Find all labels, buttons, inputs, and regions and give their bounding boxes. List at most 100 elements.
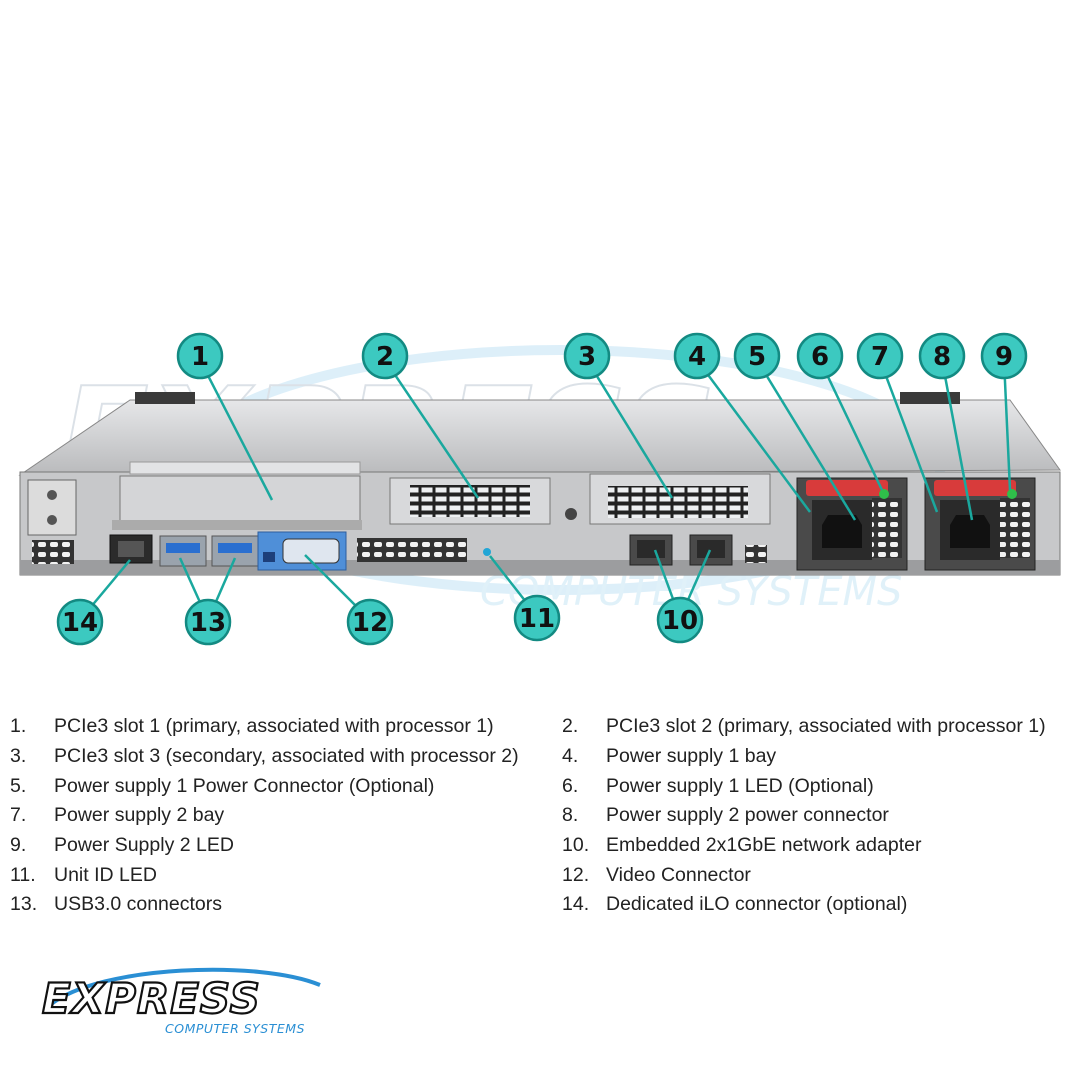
legend-text: PCIe3 slot 2 (primary, associated with p… (606, 715, 1046, 738)
svg-text:1: 1 (191, 342, 209, 372)
uid-led (483, 548, 491, 556)
usb-port-1 (166, 543, 200, 553)
legend-item-1: 1.PCIe3 slot 1 (primary, associated with… (10, 715, 562, 738)
legend-item-11: 11. Unit ID LED (10, 864, 562, 887)
rail-right (900, 392, 960, 404)
callout-10: 10 (656, 596, 704, 644)
svg-text:9: 9 (995, 342, 1013, 372)
legend-text: Power supply 2 power connector (606, 804, 889, 827)
legend-text: Power supply 1 bay (606, 745, 777, 768)
leader-9 (1002, 359, 1012, 491)
legend-text: Power Supply 2 LED (54, 834, 234, 857)
legend-number: 12. (562, 863, 590, 886)
svg-text:8: 8 (933, 342, 951, 372)
legend-text: PCIe3 slot 3 (secondary, associated with… (54, 745, 519, 768)
psu-1-led (879, 489, 889, 499)
leader-lines (79, 359, 1012, 621)
express-logo: EXPRESS COMPUTER SYSTEMS (41, 967, 321, 1036)
legend-number: 6. (562, 774, 579, 797)
legend-item-4: 4. Power supply 1 bay (562, 745, 1080, 768)
legend-row: 5.Power supply 1 Power Connector (Option… (10, 771, 1080, 801)
legend-row: 13.USB3.0 connectors 14.Dedicated iLO co… (10, 890, 1080, 920)
callout-5: 5 (733, 332, 781, 380)
legend-item-9: 9. Power Supply 2 LED (10, 834, 562, 857)
leader-4 (695, 359, 812, 513)
legend-number: 13. (10, 893, 38, 916)
callout-14: 14 (56, 598, 104, 646)
legend-text: Dedicated iLO connector (optional) (606, 893, 908, 916)
psu-2-led (1007, 489, 1017, 499)
legend-item-6: 6. Power supply 1 LED (Optional) (562, 775, 1080, 798)
left-bracket (27, 479, 77, 564)
legend-number: 11. (10, 863, 36, 886)
power-supply-1 (796, 477, 908, 571)
legend-row: 9. Power Supply 2 LED 10. Embedded 2x1GbE … (10, 831, 1080, 861)
callout-1: 1 (176, 332, 224, 380)
psu-2-handle (934, 480, 1016, 496)
legend: 1.PCIe3 slot 1 (primary, associated with… (10, 712, 1080, 920)
network-ports (629, 534, 767, 566)
chassis-top (18, 399, 1061, 476)
legend-item-10: 10. Embedded 2x1GbE network adapter (562, 834, 1080, 857)
legend-item-8: 8. Power supply 2 power connector (562, 804, 1080, 827)
callout-4: 4 (673, 332, 721, 380)
legend-item-12: 12. Video Connector (562, 864, 1080, 887)
legend-text: Unit ID LED (54, 863, 157, 886)
legend-text: Power supply 2 bay (54, 804, 225, 827)
pcie-slot-2 (389, 477, 551, 525)
leader-8 (940, 359, 974, 521)
legend-item-13: 13. USB3.0 connectors (10, 893, 562, 916)
svg-text:5: 5 (748, 342, 766, 372)
callout-6: 6 (796, 332, 844, 380)
leader-6 (818, 359, 884, 491)
legend-row: 1.PCIe3 slot 1 (primary, associated with… (10, 712, 1080, 742)
legend-text: Video Connector (606, 863, 751, 886)
ilo-port (109, 534, 153, 564)
legend-text: Embedded 2x1GbE network adapter (606, 834, 922, 857)
pcie-slot-2-vents (410, 485, 530, 517)
svg-text:12: 12 (352, 608, 388, 638)
legend-number: 1. (10, 715, 27, 738)
leader-7 (878, 359, 939, 513)
legend-item-2: 2. PCIe3 slot 2 (primary, associated with… (562, 715, 1080, 738)
legend-text: USB3.0 connectors (54, 893, 223, 916)
svg-text:7: 7 (871, 342, 889, 372)
legend-row: 3. PCIe3 slot 3 (secondary, associated wi… (10, 742, 1080, 772)
legend-item-3: 3. PCIe3 slot 3 (secondary, associated wi… (10, 745, 562, 768)
pcie-slot-1 (112, 461, 362, 530)
legend-number: 2. (562, 715, 579, 738)
svg-text:11: 11 (519, 604, 555, 634)
server-rear-diagram: EXPRESS COMPUTER SYSTEMS (18, 332, 1061, 646)
legend-number: 5. (10, 774, 27, 797)
svg-text:14: 14 (62, 608, 98, 638)
leader-5 (755, 359, 857, 521)
rail-left (135, 392, 195, 404)
legend-number: 7. (10, 804, 27, 827)
vent-left (32, 540, 74, 564)
callout-7: 7 (856, 332, 904, 380)
legend-row: 7. Power supply 2 bay 8. Power supply 2 po… (10, 801, 1080, 831)
leader-3 (585, 359, 674, 499)
callout-3: 3 (563, 332, 611, 380)
logo-swoosh (48, 967, 321, 1007)
power-supply-2 (924, 477, 1036, 571)
legend-number: 9. (10, 834, 27, 857)
legend-item-5: 5.Power supply 1 Power Connector (Option… (10, 775, 562, 798)
legend-number: 10. (562, 834, 590, 857)
logo-tagline: COMPUTER SYSTEMS (165, 1021, 305, 1036)
usb-ports (159, 535, 259, 567)
legend-text: Power supply 1 LED (Optional) (606, 774, 874, 797)
callout-12: 12 (346, 598, 394, 646)
svg-text:10: 10 (662, 606, 698, 636)
leader-1 (198, 359, 274, 501)
leader-2 (383, 359, 480, 499)
legend-number: 3. (10, 745, 27, 768)
callout-8: 8 (918, 332, 966, 380)
svg-text:2: 2 (376, 342, 394, 372)
svg-text:3: 3 (578, 342, 596, 372)
legend-row: 11. Unit ID LED 12. Video Connector (10, 860, 1080, 890)
legend-number: 8. (562, 804, 579, 827)
callout-9: 9 (980, 332, 1028, 380)
legend-number: 4. (562, 745, 579, 768)
legend-item-7: 7. Power supply 2 bay (10, 804, 562, 827)
